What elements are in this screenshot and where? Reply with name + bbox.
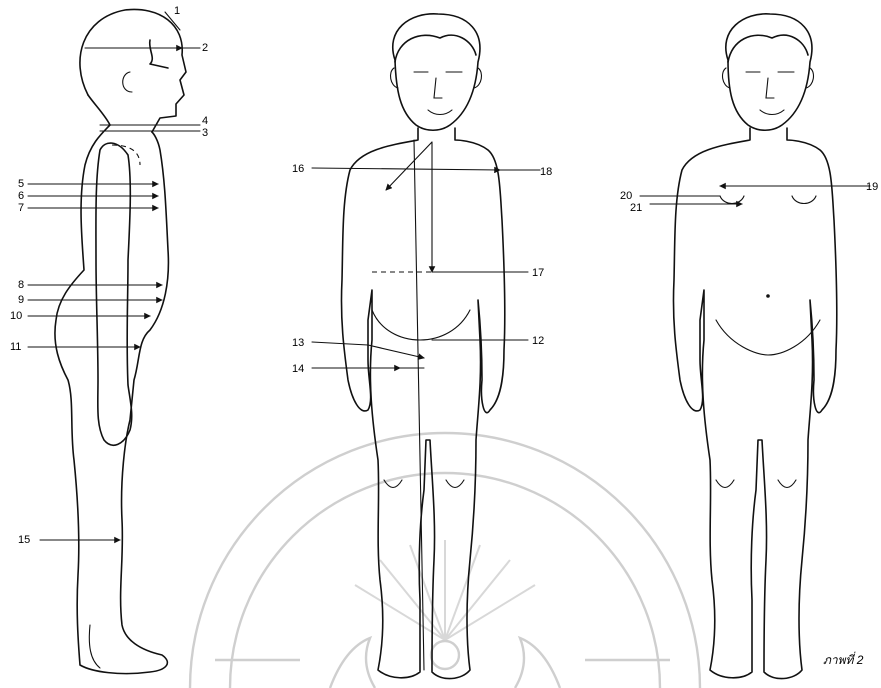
label-2: 2 [202, 42, 208, 54]
label-17: 17 [532, 267, 544, 279]
label-4: 4 [202, 115, 208, 127]
label-10: 10 [10, 310, 22, 322]
label-12: 12 [532, 335, 544, 347]
label-8: 8 [18, 279, 24, 291]
side-view-figure [28, 9, 200, 673]
label-19: 19 [866, 181, 878, 193]
label-5: 5 [18, 178, 24, 190]
watermark-emblem [190, 433, 700, 688]
label-15: 15 [18, 534, 30, 546]
label-20: 20 [620, 190, 632, 202]
label-11: 11 [10, 341, 21, 353]
label-21: 21 [630, 202, 642, 214]
label-16: 16 [292, 163, 304, 175]
label-7: 7 [18, 202, 24, 214]
front-view-figure [312, 14, 540, 679]
label-14: 14 [292, 363, 304, 375]
label-6: 6 [18, 190, 24, 202]
label-18: 18 [540, 166, 552, 178]
figure-caption: ภาพที่ 2 [823, 651, 864, 667]
label-9: 9 [18, 294, 24, 306]
label-1: 1 [174, 5, 180, 17]
label-3: 3 [202, 127, 208, 139]
label-13: 13 [292, 337, 304, 349]
